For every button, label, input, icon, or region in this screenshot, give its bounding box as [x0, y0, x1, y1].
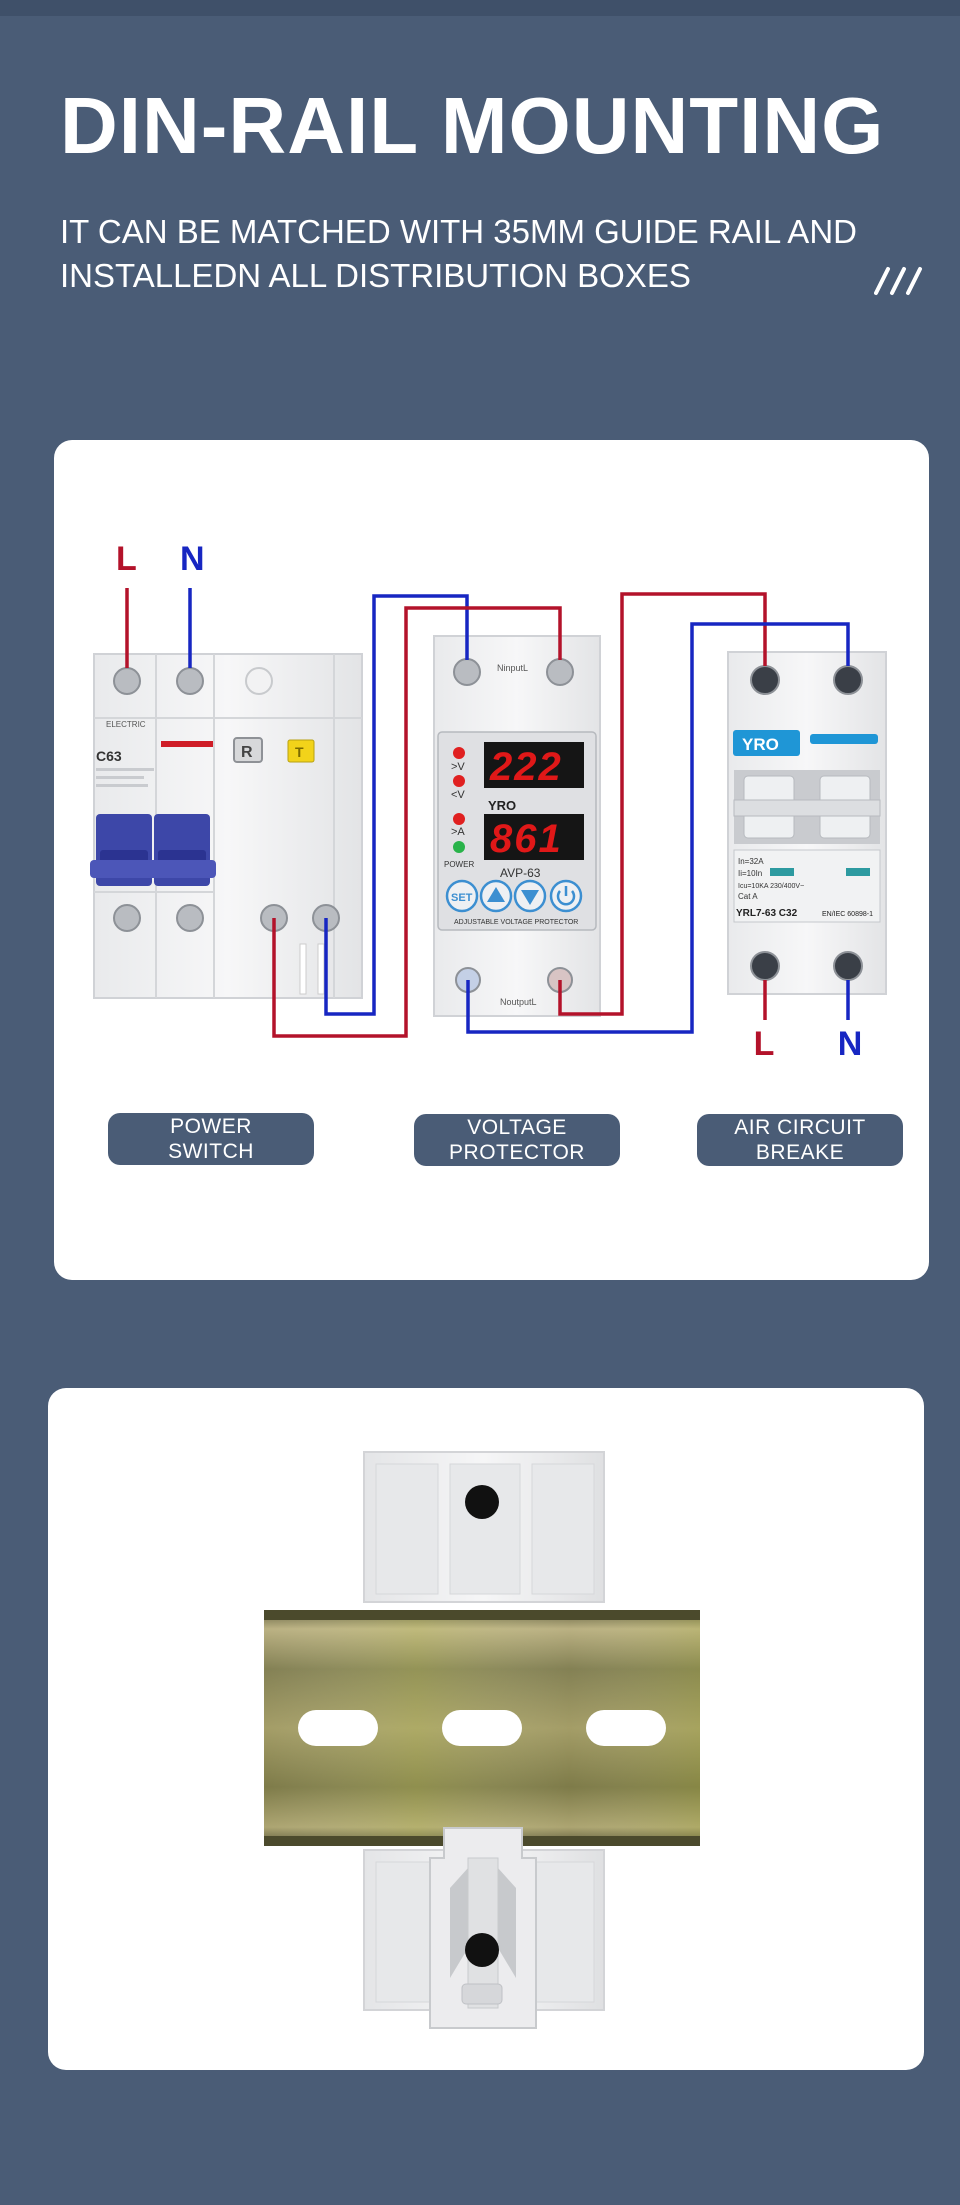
wire-live-switch-to-protector — [272, 606, 562, 1038]
terminal-n-top: N — [180, 540, 205, 578]
voltage-protector-label-line-1: VOLTAGE — [467, 1116, 567, 1139]
screw-terminal-icon — [113, 667, 141, 695]
voltage-protector-label-line-2: PROTECTOR — [449, 1141, 585, 1164]
toggle-handle-icon — [90, 814, 216, 886]
led-indicator-icon — [453, 841, 465, 853]
indicator-over-current: >A — [451, 826, 465, 838]
set-button-icon — [445, 879, 479, 913]
air-circuit-breaker-label-line-2: BREAKE — [755, 1141, 845, 1164]
breaker-standard: EN/IEC 60898-1 — [822, 911, 873, 918]
terminal-l-top: L — [116, 540, 137, 578]
screw-terminal-icon — [546, 658, 574, 686]
din-rail-illustration — [264, 1451, 700, 2029]
wiring-lines — [125, 588, 850, 1038]
device-housing-bottom — [363, 1827, 605, 2029]
protector-footer: ADJUSTABLE VOLTAGE PROTECTOR — [454, 919, 578, 926]
current-display — [484, 814, 584, 860]
screw-terminal-icon — [453, 658, 481, 686]
indicator-under-voltage: <V — [451, 789, 465, 801]
breaker-model: YRL7-63 C32 — [736, 908, 798, 919]
screw-terminal-icon — [113, 904, 141, 932]
power-switch-model: C63 — [96, 748, 122, 764]
voltage-display — [484, 742, 584, 788]
power-switch-label-line-1: POWER — [170, 1115, 252, 1138]
protector-brand: YRO — [488, 798, 516, 813]
power-switch-device: ELECTRIC C63 R T — [90, 653, 363, 999]
wiring-diagram: ELECTRIC C63 R T — [90, 540, 887, 1063]
wire-neutral-protector-to-breaker — [466, 622, 850, 1034]
protector-model: AVP-63 — [500, 866, 541, 880]
power-indicator-label: POWER — [444, 860, 474, 869]
led-indicator-icon — [453, 775, 465, 787]
screw-hole-icon — [245, 667, 273, 695]
rail-slot-icon — [586, 1710, 666, 1746]
screw-terminal-icon — [833, 951, 863, 981]
power-switch-brand: ELECTRIC — [106, 720, 146, 729]
din-rail — [264, 1610, 700, 1846]
device-housing-top — [363, 1451, 605, 1603]
subtitle-line-1: IT CAN BE MATCHED WITH 35MM GUIDE RAIL A… — [60, 213, 857, 250]
test-button-label: T — [295, 744, 304, 760]
wire-live-protector-to-breaker — [558, 592, 767, 1016]
breaker-spec-1: In=32A — [738, 857, 764, 866]
slash-decoration-icon — [874, 267, 922, 295]
rail-slot-icon — [298, 1710, 378, 1746]
din-rail-photo-card — [48, 1388, 924, 2070]
reset-button-label: R — [241, 744, 253, 761]
breaker-brand: YRO — [742, 735, 779, 754]
terminal-l-bottom: L — [754, 1025, 775, 1063]
voltage-protector-device: NinputL >V <V >A POWER 222 YRO 861 AVP-6… — [433, 635, 601, 1017]
power-switch-label: POWER SWITCH — [108, 1113, 314, 1165]
rail-slot-icon — [442, 1710, 522, 1746]
reset-button-icon — [233, 737, 263, 763]
breaker-spec-3: Icu=10KA 230/400V~ — [738, 883, 804, 890]
page-subtitle: IT CAN BE MATCHED WITH 35MM GUIDE RAIL A… — [60, 210, 857, 298]
led-indicator-icon — [453, 747, 465, 759]
power-switch-label-line-2: SWITCH — [168, 1140, 254, 1163]
screw-terminal-icon — [750, 665, 780, 695]
screw-terminal-icon — [833, 665, 863, 695]
subtitle-line-2: INSTALLEDN ALL DISTRIBUTION BOXES — [60, 257, 691, 294]
set-button-label: SET — [451, 892, 473, 904]
screw-terminal-icon — [176, 904, 204, 932]
breaker-brand-badge — [733, 730, 800, 756]
air-circuit-breaker-label: AIR CIRCUIT BREAKE — [697, 1114, 903, 1166]
screw-terminal-icon — [176, 667, 204, 695]
test-button-icon — [287, 739, 315, 763]
top-bar — [0, 0, 960, 16]
indicator-over-voltage: >V — [451, 761, 465, 773]
current-display-value: 861 — [490, 817, 563, 861]
voltage-display-value: 222 — [489, 745, 563, 789]
voltage-protector-label: VOLTAGE PROTECTOR — [414, 1114, 620, 1166]
air-circuit-breaker-label-line-1: AIR CIRCUIT — [734, 1116, 866, 1139]
mounting-hole-icon — [465, 1485, 499, 1519]
air-circuit-breaker-device: YRO In=32A Ii=10In Icu=10KA 230/400V~ Ca… — [727, 651, 887, 995]
led-indicator-icon — [453, 813, 465, 825]
protector-input-label: NinputL — [497, 663, 528, 673]
page-title: DIN-RAIL MOUNTING — [60, 81, 885, 170]
breaker-spec-4: Cat A — [738, 892, 758, 901]
protector-output-label: NoutputL — [500, 997, 537, 1007]
breaker-spec-2: Ii=10In — [738, 869, 762, 878]
mounting-hole-icon — [465, 1933, 499, 1967]
screw-terminal-icon — [750, 951, 780, 981]
terminal-n-bottom: N — [838, 1025, 863, 1063]
